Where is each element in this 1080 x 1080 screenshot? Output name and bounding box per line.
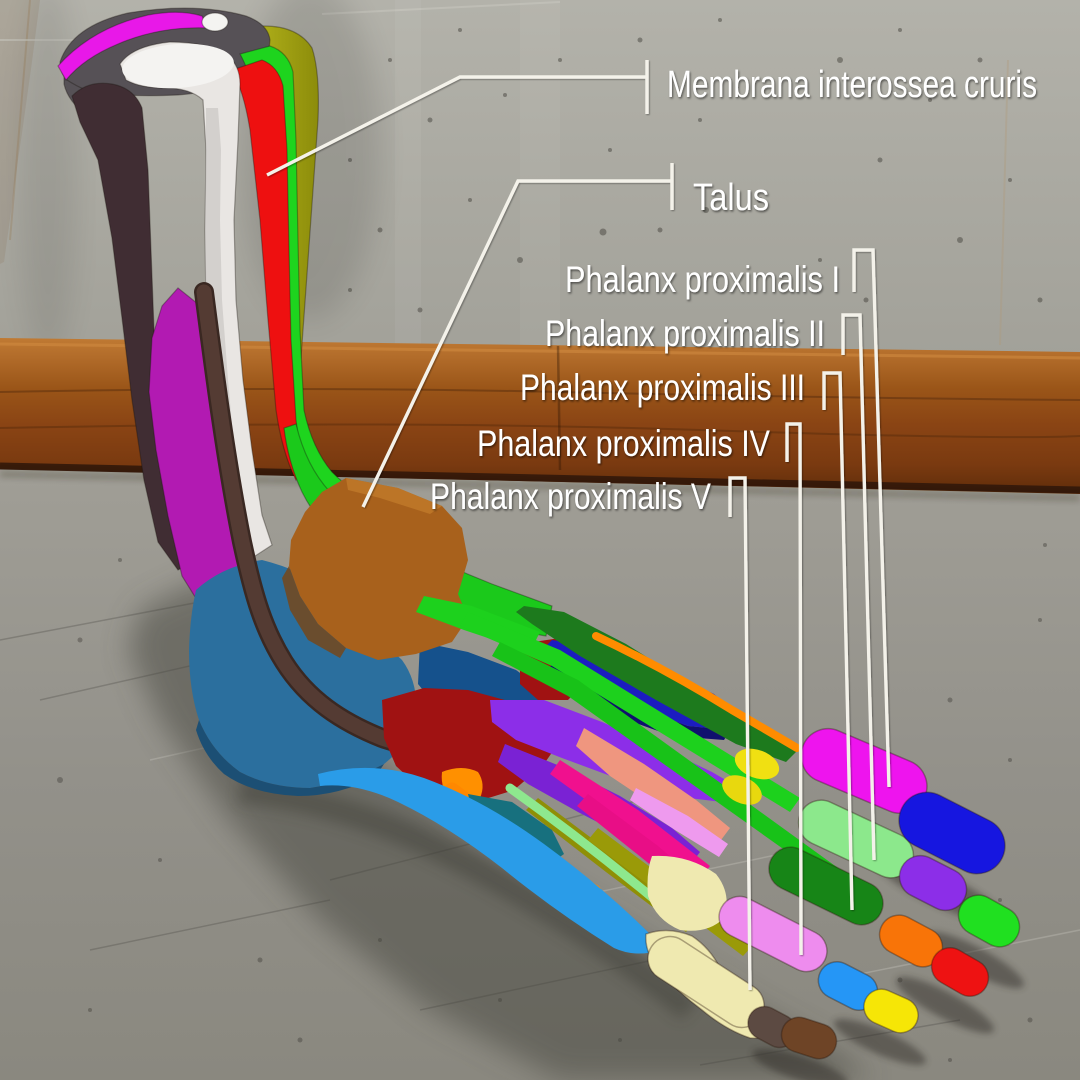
toe-1-distal-phalanx [898, 791, 1006, 875]
white-dot-bone [201, 12, 229, 32]
deep-pink-strip [550, 760, 710, 881]
foot-model [189, 282, 838, 956]
leader-line-phalanx-1 [852, 248, 891, 788]
plantar-light-blue-band [318, 767, 660, 954]
toe-5-distal-phalanx [780, 1016, 838, 1060]
talus-highlight [346, 478, 442, 514]
leader-line-phalanx-3 [822, 371, 854, 911]
phalanx-1-label: Phalanx proximalis I [565, 259, 840, 300]
phalanx-4-label: Phalanx proximalis IV [477, 423, 770, 464]
talus-shading [282, 566, 346, 658]
toe-4-distal-phalanx [863, 988, 919, 1034]
tibia-shading [205, 108, 244, 552]
dorsal-dark-green-band [516, 606, 800, 762]
labels: Membrana interossea cruris Talus Phalanx… [430, 64, 1037, 517]
orchid-strip [630, 788, 728, 857]
leader-line-talus [361, 179, 672, 508]
plank-body [0, 338, 1080, 494]
toe-3-distal-phalanx [930, 947, 990, 997]
leader-line-phalanx-2 [841, 313, 876, 861]
calcaneus-shading [196, 720, 384, 796]
toe-2-middle-phalanx [898, 854, 968, 912]
phalanx-5-label: Phalanx proximalis V [430, 476, 711, 517]
wall-streak [999, 59, 1009, 346]
wall-streak [520, 0, 560, 345]
wall-streak [395, 0, 421, 345]
phalanx-3-label: Phalanx proximalis III [520, 367, 805, 408]
leader-line-phalanx-4 [785, 422, 803, 956]
toe-3-proximal-phalanx [768, 846, 884, 926]
wall-shading-left [18, 0, 78, 360]
leader-line-phalanx-5 [728, 476, 752, 991]
leader-lines [266, 60, 891, 991]
wall-scratch [321, 1, 561, 15]
cuneiform-yellow-bone [734, 748, 780, 780]
tibia-top-cap [122, 43, 234, 89]
salmon-muscle-sliver [576, 728, 730, 844]
toe-2-distal-phalanx [957, 894, 1021, 948]
extensor-tendon-strip [460, 612, 800, 812]
membrana-label: Membrana interossea cruris [667, 64, 1037, 106]
cuneiform-yellow-bone [722, 775, 762, 805]
lower-leg-model [57, 7, 553, 637]
extensor-tendon-strip [492, 642, 838, 880]
cream-cuboid-bone [647, 855, 727, 931]
talus-label: Talus [693, 177, 769, 219]
toes [645, 728, 1024, 1080]
phalanx-2-label: Phalanx proximalis II [545, 313, 825, 354]
leader-line-membrana [266, 75, 647, 177]
orange-rim-tendon [592, 632, 801, 752]
plank-seam [556, 345, 562, 471]
plantar-contact-shadow [238, 777, 699, 1020]
